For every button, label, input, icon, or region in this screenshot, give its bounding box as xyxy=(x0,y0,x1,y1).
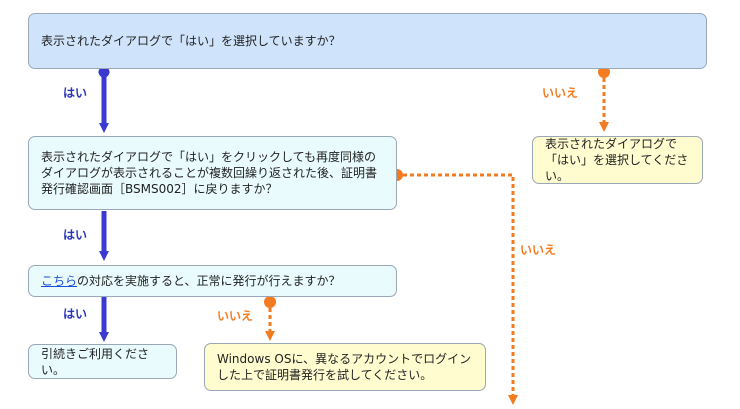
question-1-text: 表示されたダイアログで「はい」を選択していますか？ xyxy=(41,34,341,48)
answer-other-os-text: Windows OSに、異なるアカウントでログインした上で証明書発行を試してくだ… xyxy=(217,352,472,382)
yes-label-3: はい xyxy=(63,307,88,321)
question-2-text: 表示されたダイアログで「はい」をクリックしても再度同様のダイアログが表示されるこ… xyxy=(41,150,378,196)
answer-other-os-box: Windows OSに、異なるアカウントでログインした上で証明書発行を試してくだ… xyxy=(204,343,486,391)
yes-label-1: はい xyxy=(63,86,88,100)
question-3-text: こちらの対応を実施すると、正常に発行が行えますか？ xyxy=(41,273,341,289)
answer-select-yes-box: 表示されたダイアログで「はい」を選択してください。 xyxy=(532,136,703,184)
kochira-link[interactable]: こちら xyxy=(41,274,78,288)
answer-continue-text: 引続きご利用ください。 xyxy=(41,346,150,377)
connector-q3-no xyxy=(264,296,276,341)
question-1-box: 表示されたダイアログで「はい」を選択していますか？ xyxy=(28,13,707,69)
no-label-1: いいえ xyxy=(542,86,579,100)
answer-select-yes-text: 表示されたダイアログで「はい」を選択してください。 xyxy=(545,137,689,183)
no-label-3: いいえ xyxy=(217,309,254,323)
yes-label-2: はい xyxy=(63,228,88,242)
answer-continue-box: 引続きご利用ください。 xyxy=(28,344,177,379)
question-2-box: 表示されたダイアログで「はい」をクリックしても再度同様のダイアログが表示されるこ… xyxy=(28,136,397,210)
question-3-rest: の対応を実施すると、正常に発行が行えますか？ xyxy=(77,274,341,288)
question-3-box: こちらの対応を実施すると、正常に発行が行えますか？ xyxy=(28,265,397,297)
connector-q1-yes xyxy=(98,66,110,133)
connector-q1-no xyxy=(598,66,610,132)
no-label-2: いいえ xyxy=(520,243,557,257)
